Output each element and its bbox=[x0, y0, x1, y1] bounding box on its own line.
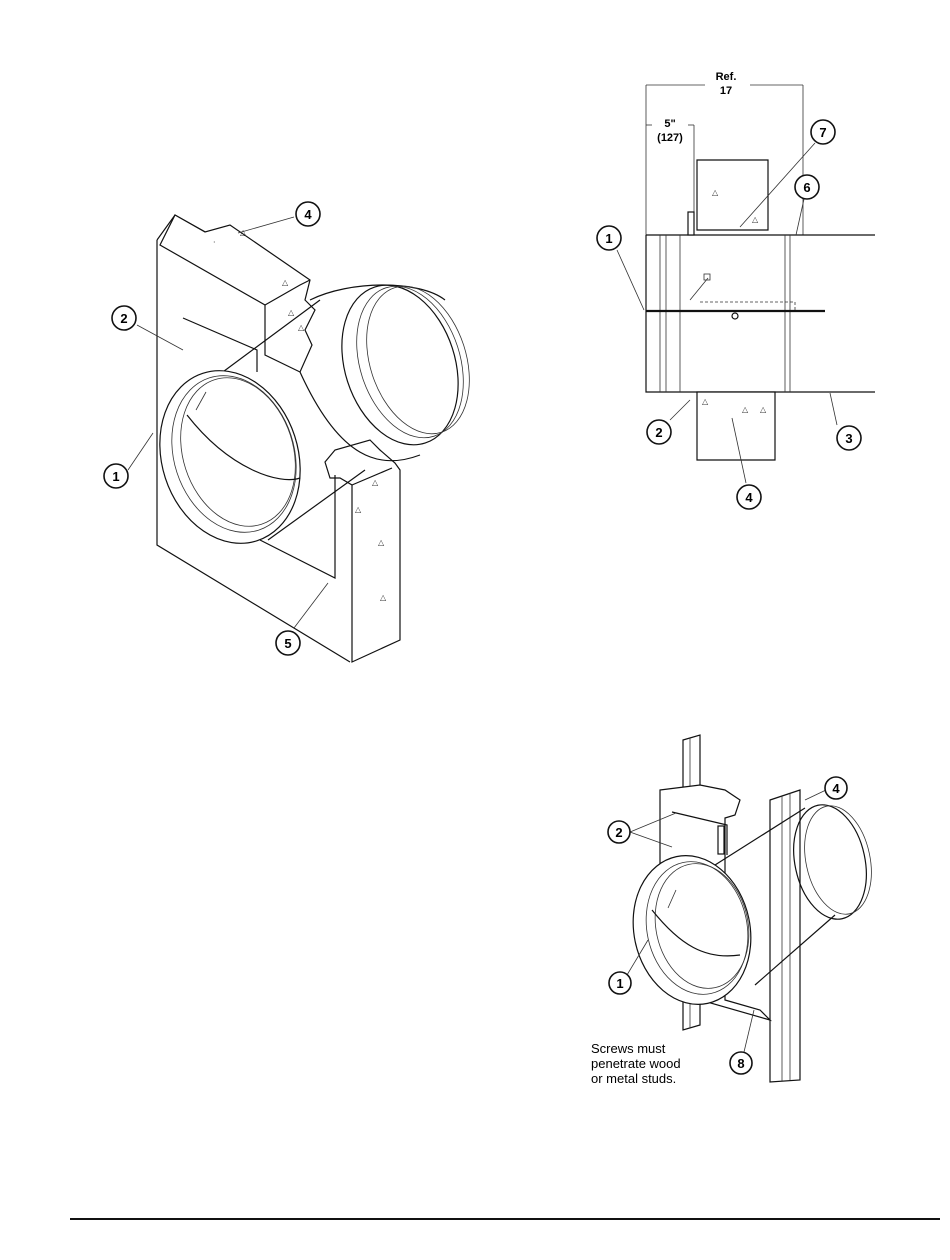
figure-c-stud-wall: 4 2 1 8 Screws must penetrate wood or me… bbox=[591, 735, 881, 1086]
rear-sleeve-ring bbox=[322, 270, 477, 460]
figure-c-callout-8: 8 bbox=[730, 1052, 752, 1074]
screw-note-line-3: or metal studs. bbox=[591, 1071, 676, 1086]
figure-a-callout-1: 1 bbox=[104, 464, 128, 488]
figure-a-isometric: △△ △△ △△ △△ · 4 2 1 5 bbox=[104, 202, 487, 662]
svg-text:△: △ bbox=[702, 397, 709, 406]
ref-dimension-value: 17 bbox=[720, 85, 732, 97]
screw-note-line-2: penetrate wood bbox=[591, 1056, 681, 1071]
fusible-link bbox=[690, 278, 708, 300]
svg-text:3: 3 bbox=[845, 431, 852, 446]
figure-b-callout-4: 4 bbox=[737, 485, 761, 509]
screw-note-line-1: Screws must bbox=[591, 1041, 666, 1056]
front-sleeve-ring bbox=[620, 845, 765, 1016]
ref-dimension-label: Ref. bbox=[716, 71, 737, 83]
footer-rule bbox=[70, 1218, 940, 1220]
svg-text:△: △ bbox=[372, 478, 379, 487]
svg-text:△: △ bbox=[742, 405, 749, 414]
svg-text:△: △ bbox=[380, 593, 387, 602]
lower-concrete-block bbox=[325, 440, 400, 662]
figure-b-callout-1: 1 bbox=[597, 226, 621, 250]
offset-dimension-mm: (127) bbox=[657, 132, 683, 144]
opening-upper-edge bbox=[183, 318, 257, 372]
figure-a-callout-2: 2 bbox=[112, 306, 136, 330]
figure-c-callout-1: 1 bbox=[609, 972, 631, 994]
svg-text:1: 1 bbox=[605, 231, 612, 246]
offset-dimension-inches: 5" bbox=[664, 118, 675, 130]
figure-b-callout-6: 6 bbox=[795, 175, 819, 199]
svg-text:△: △ bbox=[712, 188, 719, 197]
svg-text:1: 1 bbox=[112, 469, 119, 484]
svg-text:5: 5 bbox=[284, 636, 291, 651]
svg-text:△: △ bbox=[752, 215, 759, 224]
svg-text:△: △ bbox=[298, 323, 305, 332]
svg-text:8: 8 bbox=[737, 1056, 744, 1071]
svg-text:△: △ bbox=[378, 538, 385, 547]
figure-b-callout-2: 2 bbox=[647, 420, 671, 444]
svg-text:2: 2 bbox=[120, 311, 127, 326]
svg-text:△: △ bbox=[288, 308, 295, 317]
figure-a-callout-4: 4 bbox=[296, 202, 320, 226]
figure-b-section: Ref. 17 5" (127) △ △ △ △ △ 7 bbox=[597, 71, 875, 509]
figure-c-callout-2: 2 bbox=[608, 821, 630, 843]
svg-text:2: 2 bbox=[615, 825, 622, 840]
figure-b-callout-7: 7 bbox=[811, 120, 835, 144]
figure-b-callout-3: 3 bbox=[837, 426, 861, 450]
svg-text:2: 2 bbox=[655, 425, 662, 440]
figure-c-callout-4: 4 bbox=[825, 777, 847, 799]
svg-text:△: △ bbox=[282, 278, 289, 287]
svg-text:1: 1 bbox=[616, 976, 623, 991]
svg-text:△: △ bbox=[760, 405, 767, 414]
svg-text:7: 7 bbox=[819, 125, 826, 140]
svg-text:6: 6 bbox=[803, 180, 810, 195]
svg-text:△: △ bbox=[355, 505, 362, 514]
retaining-angle-top bbox=[688, 212, 694, 235]
lower-wall-section bbox=[697, 392, 775, 460]
svg-text:4: 4 bbox=[832, 781, 840, 796]
upper-concrete-block bbox=[160, 215, 315, 372]
svg-text:4: 4 bbox=[304, 207, 312, 222]
figure-a-callout-5: 5 bbox=[276, 631, 300, 655]
svg-text:·: · bbox=[213, 238, 216, 247]
svg-text:4: 4 bbox=[745, 490, 753, 505]
